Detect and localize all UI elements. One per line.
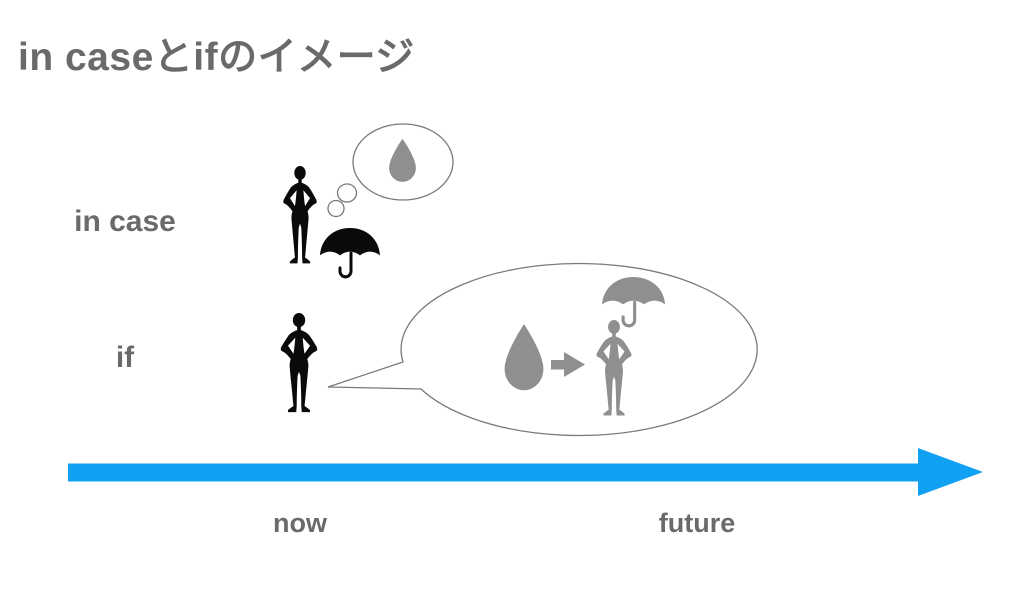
umbrella-icon-black [318, 226, 382, 279]
arrow-right-icon [551, 352, 585, 377]
person-silhouette-if [280, 313, 318, 413]
thought-dot-small [327, 199, 345, 218]
timeline-label-future: future [658, 508, 736, 538]
person-silhouette-in-case [283, 166, 317, 264]
row-label-if: if [115, 341, 135, 374]
timeline-arrow [68, 448, 983, 496]
row-label-in-case: in case [74, 205, 176, 238]
thought-bubble [327, 123, 454, 218]
page-title: in caseとifのイメージ [18, 36, 415, 79]
speech-bubble [327, 262, 758, 437]
thought-dot-large [336, 183, 358, 203]
speech-balloon [327, 262, 758, 437]
timeline-label-now: now [273, 508, 327, 538]
if-scene [280, 262, 758, 437]
in-case-scene [283, 123, 454, 279]
